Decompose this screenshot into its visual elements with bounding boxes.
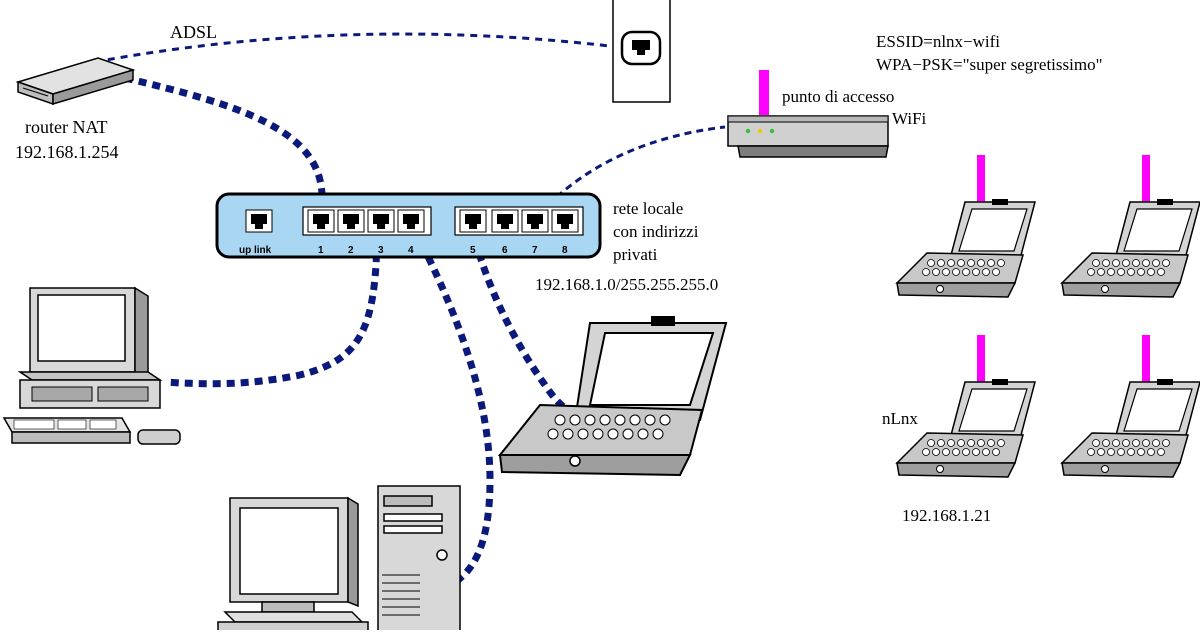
switch-port-3 (367, 209, 395, 233)
switch-icon: up link 1 2 3 4 5 6 7 8 (215, 192, 602, 259)
antenna (977, 335, 985, 383)
lan-label-line2: con indirizzi (613, 222, 699, 241)
antenna (1142, 155, 1150, 203)
switch-port-8 (551, 209, 579, 233)
wall-socket-icon (612, 0, 671, 103)
switch-port-5 (459, 209, 487, 233)
host-name-label: nLnx (882, 409, 918, 428)
port-label-8: 8 (562, 245, 568, 256)
port-label-1: 1 (318, 245, 324, 256)
ap-antenna (759, 70, 769, 115)
wireless-laptop-4 (1060, 335, 1200, 478)
desktop-computer-icon (2, 286, 181, 445)
lan-label-line1: rete locale (613, 199, 683, 218)
ap-name-label: punto di accesso (782, 87, 894, 106)
wireless-laptop-1 (895, 155, 1036, 298)
ap-type-label: WiFi (892, 109, 927, 128)
uplink-port (245, 209, 273, 233)
switch-port-1 (307, 209, 335, 233)
switch-port-7 (521, 209, 549, 233)
switch-port-4 (397, 209, 425, 233)
switch-port-labels: 1 2 3 4 5 6 7 8 (318, 245, 568, 256)
port-label-2: 2 (348, 245, 354, 256)
switch-port-2 (337, 209, 365, 233)
wireless-laptop-3 (895, 335, 1036, 478)
switch-ports (245, 206, 584, 236)
antenna (1142, 335, 1150, 383)
switch-to-laptop-cable (471, 239, 574, 416)
essid-label: ESSID=nlnx−wifi (876, 32, 1000, 51)
adsl-cable (94, 32, 619, 64)
wpa-label: WPA−PSK="super segretissimo" (876, 55, 1103, 74)
switch-to-tower-cable (412, 230, 494, 583)
router-to-switch-cable (124, 74, 326, 196)
access-point-icon (727, 70, 889, 158)
port-label-3: 3 (378, 245, 384, 256)
port-label-4: 4 (408, 245, 414, 256)
host-ip-label: 192.168.1.21 (902, 506, 991, 525)
router-ip-label: 192.168.1.254 (15, 142, 119, 162)
router-icon (15, 57, 136, 106)
lan-network-label: 192.168.1.0/255.255.255.0 (535, 275, 718, 294)
wireless-laptop-2 (1060, 155, 1200, 298)
lan-label-line3: privati (613, 245, 658, 264)
adsl-label: ADSL (170, 22, 217, 42)
antenna (977, 155, 985, 203)
laptop-icon (497, 316, 728, 477)
tower-pc-icon (217, 485, 461, 633)
router-name-label: router NAT (25, 117, 107, 137)
port-label-7: 7 (532, 245, 538, 256)
switch-to-desktop-cable (164, 239, 381, 388)
port-label-6: 6 (502, 245, 508, 256)
port-label-5: 5 (470, 245, 476, 256)
wireless-laptops (895, 155, 1200, 478)
switch-to-ap-cable (546, 125, 726, 207)
uplink-label: up link (239, 245, 272, 256)
switch-port-6 (491, 209, 519, 233)
cables (94, 32, 726, 583)
